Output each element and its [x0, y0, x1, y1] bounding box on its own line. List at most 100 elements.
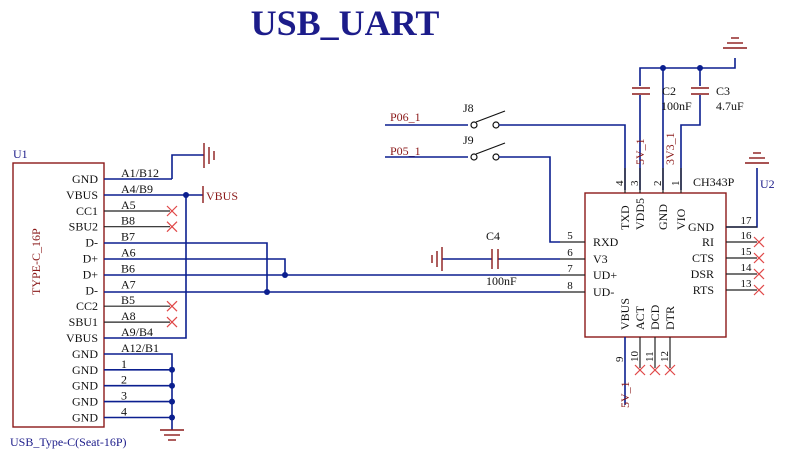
- gnd4-symbol: [723, 37, 747, 49]
- gnd1-symbol: [203, 143, 215, 168]
- u2-bottom-pin-num-1: 10: [629, 351, 641, 363]
- u1-pin-label-13: 2: [121, 373, 127, 387]
- u2-left-pin-num-2: 7: [567, 263, 573, 275]
- u1-ref: U1: [13, 147, 28, 161]
- gnd-rows: [104, 366, 175, 421]
- u1-pin-name-11: GND: [72, 347, 98, 361]
- 3v31-net-label: 3V3_1: [663, 132, 677, 165]
- j9-to-rxd-wire: [499, 156, 560, 243]
- u2-right-pin-name-4: RTS: [693, 283, 714, 297]
- u1-type-label: TYPE-C_16P: [29, 228, 43, 295]
- u2-right-pin-name-0: GND: [688, 220, 714, 234]
- u2-left-pin-num-1: 6: [567, 247, 573, 259]
- u1-pin-label-7: A7: [121, 277, 136, 291]
- u2-bottom-nc-mark-2: [649, 364, 661, 376]
- 5v-top-wire: [639, 67, 663, 190]
- u1-pin-name-14: GND: [72, 395, 98, 409]
- u1-pin-name-5: D+: [83, 252, 99, 266]
- vbus-net-label: VBUS: [206, 189, 238, 203]
- u1-pin-label-2: A5: [121, 198, 136, 212]
- u1-nc-mark-8: [166, 300, 178, 312]
- gnd1-wire: [171, 154, 204, 179]
- j8-ref: J8: [463, 101, 474, 115]
- u2-top-pin-num-2: 2: [652, 181, 664, 187]
- u1-pin-name-8: CC2: [76, 299, 98, 313]
- 5v1-bottom-net-label: 5V_1: [618, 381, 632, 408]
- 5v1-net-label: 5V_1: [633, 138, 647, 165]
- u1-pin-name-13: GND: [72, 379, 98, 393]
- j9-ref: J9: [463, 133, 474, 147]
- gnd-row-junction-15: [169, 414, 175, 421]
- u1-body: [12, 162, 105, 428]
- u1-pin-name-1: VBUS: [66, 188, 98, 202]
- u1-nc-mark-a5: [166, 205, 178, 217]
- u1-pin-label-10: A9/B4: [121, 325, 153, 339]
- u2-right-nc-mark-4: [753, 284, 765, 296]
- u1-pin-label-6: B6: [121, 261, 135, 275]
- u1-pin-name-0: GND: [72, 172, 98, 186]
- u1-pin-label-1: A4/B9: [121, 182, 153, 196]
- u1-pin-name-2: CC1: [76, 204, 98, 218]
- u2-bottom-pin-num-2: 11: [644, 351, 656, 362]
- u1-nc-mark-9: [166, 316, 178, 328]
- d-plus-1-wire: [104, 258, 286, 275]
- gnd-row-junction-12: [169, 366, 175, 373]
- u2-bottom-pin-name-3: DTR: [663, 306, 677, 330]
- u2-left-pin-name-3: UD-: [593, 285, 614, 299]
- j9-switch: [470, 142, 506, 161]
- c2-value: 100nF: [661, 99, 692, 113]
- c4-ref: C4: [486, 229, 500, 243]
- u1-pin-label-14: 3: [121, 389, 127, 403]
- u2-top-pin-name-2: GND: [656, 204, 670, 230]
- u2-right-pin-name-2: CTS: [692, 251, 714, 265]
- u1-pin-label-12: 1: [121, 357, 127, 371]
- u1-pin-name-15: GND: [72, 411, 98, 425]
- u1-pin-label-11: A12/B1: [121, 341, 159, 355]
- u2-top-pin-num-1: 3: [629, 180, 641, 186]
- c4-value: 100nF: [486, 274, 517, 288]
- u1-pin-name-3: SBU2: [69, 220, 98, 234]
- u1-pins: A1/B12A4/B9A5B8B7A6B6A7B5A8A9/B4A12/B112…: [104, 166, 178, 419]
- u2-left-pin-name-0: RXD: [593, 235, 619, 249]
- u1-pin-label-8: B5: [121, 293, 135, 307]
- u2-right-pin-num-1: 16: [741, 230, 753, 242]
- u2-right-pin-num-4: 13: [741, 278, 753, 290]
- gnd3-symbol: [431, 247, 443, 271]
- u2-bottom-pin-name-2: DCD: [648, 304, 662, 330]
- u1-pin-label-4: B7: [121, 230, 135, 244]
- u1-part: USB_Type-C(Seat-16P): [10, 435, 126, 449]
- u2-right-pin-name-3: DSR: [691, 267, 714, 281]
- u2-bottom-nc-mark-1: [634, 364, 646, 376]
- c2-ref: C2: [662, 84, 676, 98]
- u1-pin-label-0: A1/B12: [121, 166, 159, 180]
- c3-value: 4.7uF: [716, 99, 744, 113]
- u2-right-nc-mark-2: [753, 252, 765, 264]
- u2-left-pin-name-2: UD+: [593, 268, 617, 282]
- c3-ref: C3: [716, 84, 730, 98]
- u1-pin-name-12: GND: [72, 363, 98, 377]
- u1-pin-name-6: D+: [83, 267, 99, 281]
- u1-pin-name-10: VBUS: [66, 331, 98, 345]
- j8-switch: [470, 110, 506, 129]
- gnd5-symbol: [745, 152, 769, 164]
- u1-pin-label-9: A8: [121, 309, 136, 323]
- gnd-row-junction-13: [169, 382, 175, 389]
- c3-junction: [697, 65, 703, 71]
- u1-pin-label-15: 4: [121, 405, 127, 419]
- u1-nc-mark-3: [166, 221, 178, 233]
- u2-bottom-pin-name-0: VBUS: [618, 298, 632, 330]
- gnd2-symbol: [160, 429, 184, 441]
- u1-pin-name-7: D-: [85, 283, 98, 297]
- u2-top-pin-num-0: 4: [614, 180, 626, 186]
- gnd-bus-wire: [104, 353, 173, 430]
- u2-part: CH343P: [693, 175, 735, 189]
- u2-right-pin-num-3: 14: [741, 262, 753, 274]
- gnd-row-junction-14: [169, 398, 175, 405]
- u2-bottom-pin-name-1: ACT: [633, 305, 647, 330]
- u1-pin-label-3: B8: [121, 214, 135, 228]
- u2-ref: U2: [760, 177, 775, 191]
